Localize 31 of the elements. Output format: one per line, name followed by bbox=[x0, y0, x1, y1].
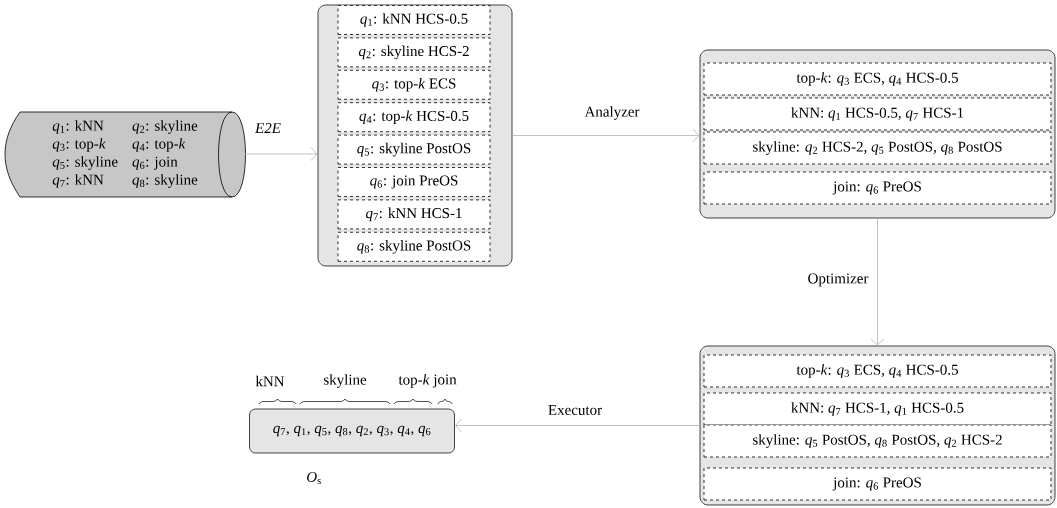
dashed-row: top-k: q$_{3}$ ECS, q$_{4}$ HCS-0.5 bbox=[703, 354, 1052, 388]
edge-label: Executor bbox=[548, 405, 602, 415]
dashed-row: join: q$_{6}$ PreOS bbox=[703, 171, 1052, 205]
edge-label: E2E bbox=[254, 123, 281, 133]
arrow bbox=[870, 218, 885, 346]
sequence-box: q$_{7}$, q$_{1}$, q$_{5}$, q$_{8}$, q$_{2}$, q$_{3}$, q$_{4}$, q$_{6}$ bbox=[249, 408, 455, 454]
dashed-row: q$_{3}$: top-k ECS bbox=[337, 69, 491, 100]
dashed-row: top-k: q$_{3}$ ECS, q$_{4}$ HCS-0.5 bbox=[703, 62, 1052, 96]
dashed-row: kNN: q$_{7}$ HCS-1, q$_{1}$ HCS-0.5 bbox=[703, 392, 1052, 426]
dashed-row: q$_{8}$: skyline PostOS bbox=[337, 231, 491, 262]
node-label: O$_{s}$ bbox=[307, 471, 321, 485]
group-label: skyline bbox=[323, 374, 367, 388]
dashed-row: skyline: q$_{5}$ PostOS, q$_{8}$ PostOS, q$_{2}$ HCS-2 bbox=[703, 424, 1052, 458]
group-label: kNN bbox=[255, 375, 285, 387]
group-label: top-k bbox=[398, 374, 430, 388]
dashed-row: q$_{2}$: skyline HCS-2 bbox=[337, 37, 491, 68]
dashed-row: q$_{6}$: join PreOS bbox=[337, 167, 491, 197]
edge-label: Analyzer bbox=[584, 106, 640, 120]
dashed-row: q$_{4}$: top-k HCS-0.5 bbox=[337, 102, 491, 133]
arrow bbox=[244, 147, 318, 161]
dashed-row: q$_{5}$: skyline PostOS bbox=[337, 134, 491, 165]
edge-label: Optimizer bbox=[808, 273, 869, 287]
dashed-row: q$_{7}$: kNN HCS-1 bbox=[337, 199, 491, 230]
dashed-row: join: q$_{6}$ PreOS bbox=[703, 467, 1052, 501]
arrow bbox=[512, 128, 700, 143]
dashed-row: kNN: q$_{1}$ HCS-0.5, q$_{7}$ HCS-1 bbox=[703, 97, 1052, 131]
dashed-row: q$_{1}$: kNN HCS-0.5 bbox=[337, 5, 491, 35]
dashed-row: skyline: q$_{2}$ HCS-2, q$_{5}$ PostOS, q$_{8}$ PostOS bbox=[703, 131, 1052, 165]
group-label: join bbox=[432, 374, 457, 388]
cylinder: q$_{1}$: kNN q$_{2}$: skyline q$_{3}$: top-k q$_{4}$: top-k q$_{5}$: skyline q$_{6}$: join q$_{7}$: kNN q$_{8}$: skyline bbox=[4, 111, 246, 198]
arrow bbox=[455, 418, 700, 433]
